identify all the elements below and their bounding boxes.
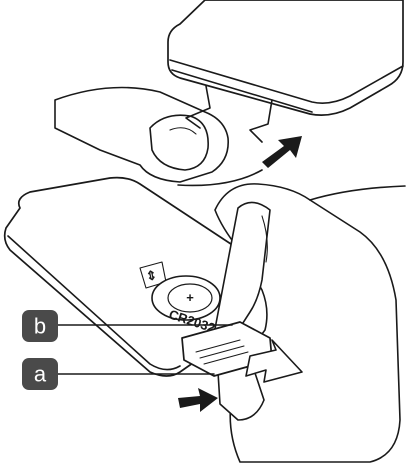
slide-arrow-top xyxy=(262,136,302,168)
upper-hand xyxy=(55,88,262,186)
battery-polarity-label: + xyxy=(186,290,194,305)
callout-b-label: b xyxy=(34,314,46,339)
callout-a-label: a xyxy=(34,362,47,387)
press-arrow xyxy=(178,388,218,412)
remote-upper xyxy=(168,0,403,115)
